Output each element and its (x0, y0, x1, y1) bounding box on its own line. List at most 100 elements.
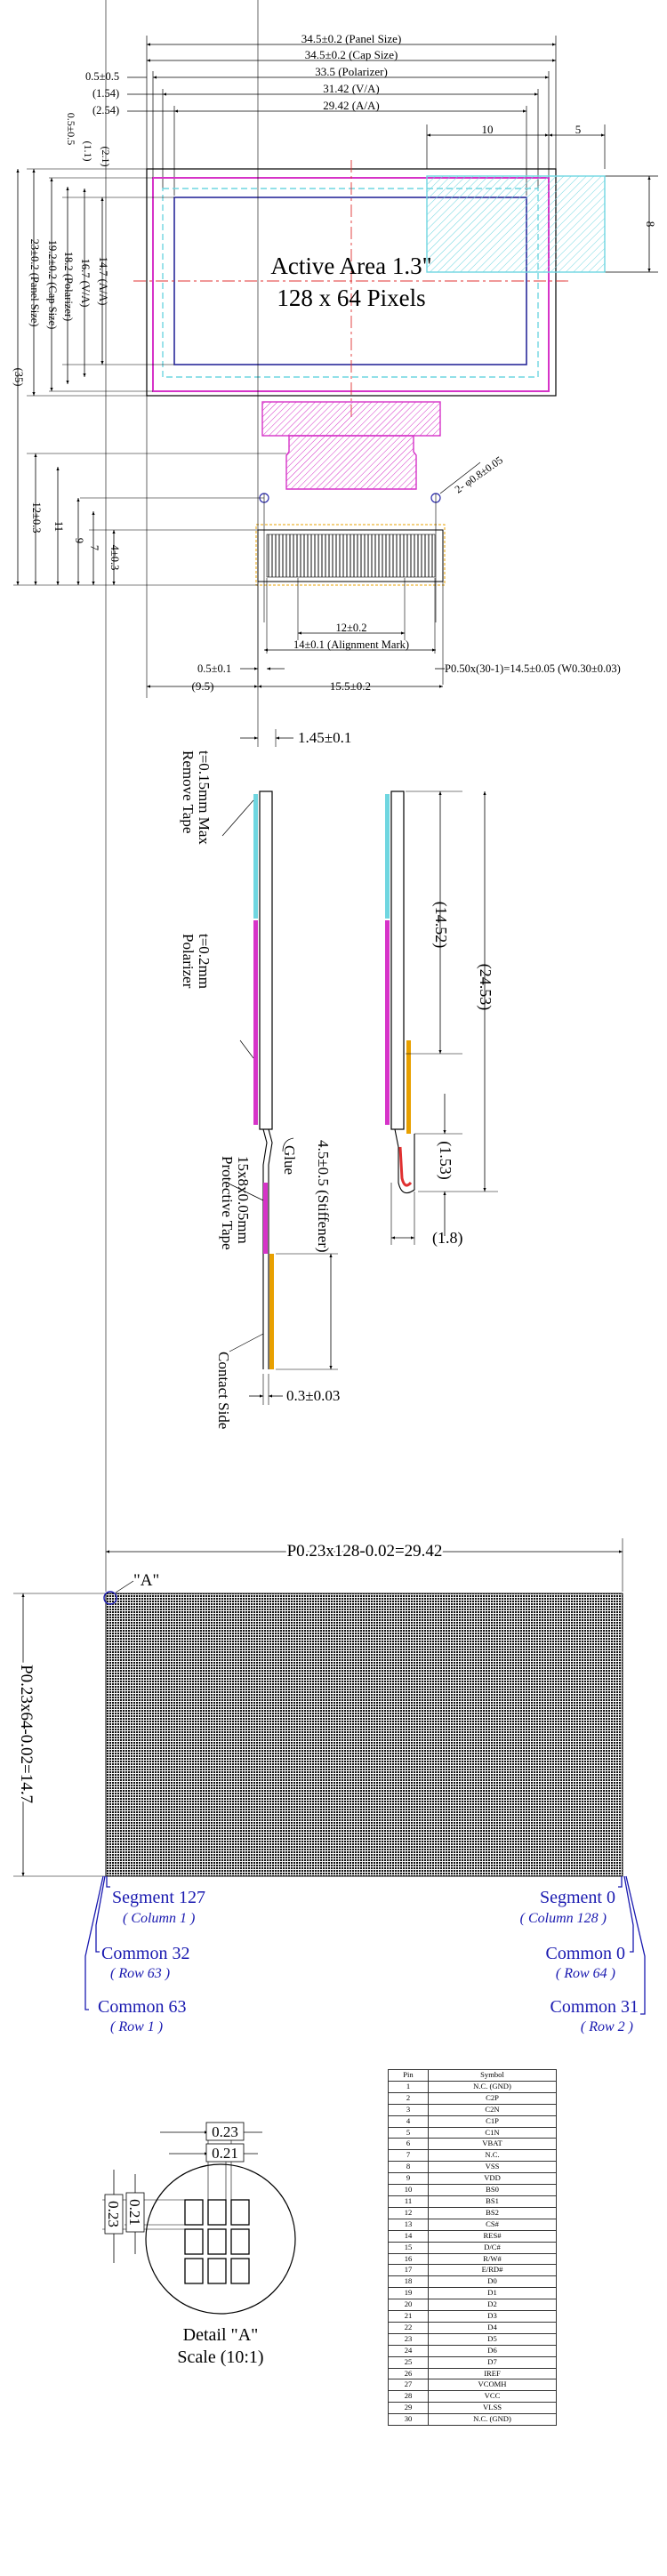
active-area-label: Active Area 1.3" (270, 253, 431, 279)
segment-127-label: Segment 127 (112, 1888, 205, 1907)
pin-number-cell: 16 (388, 2252, 429, 2266)
remove-tape-label: Remove Tape (180, 750, 197, 833)
dim-b-05: 0.5±0.1 (197, 662, 231, 675)
pin-symbol-cell: N.C. (GND) (428, 2413, 557, 2427)
pin-number-cell: 27 (388, 2379, 429, 2392)
pin-table-header-row: Pin Symbol (388, 2069, 557, 2082)
pin-symbol-cell: C1P (428, 2115, 557, 2128)
protective-tape-size: 15x8x0.05mm (235, 1156, 252, 1244)
side-stiffener (269, 1254, 274, 1369)
pin-symbol-cell: C1N (428, 2126, 557, 2139)
pin-symbol-cell: N.C. (428, 2149, 557, 2163)
pin-number-cell: 25 (388, 2355, 429, 2369)
polarizer-thickness: t=0.2mm (196, 934, 213, 989)
pin-number-cell: 18 (388, 2275, 429, 2289)
dim-align-mark: 14±0.1 (Alignment Mark) (293, 638, 409, 651)
pin-number-cell: 9 (388, 2172, 429, 2186)
pin-number-cell: 17 (388, 2264, 429, 2277)
row-2-label: ( Row 2 ) (581, 2019, 633, 2034)
pin-symbol-cell: D6 (428, 2344, 557, 2357)
dim-v-12: 12±0.3 (30, 502, 43, 534)
pin-number-cell: 19 (388, 2287, 429, 2300)
dim-v-35: (35) (12, 368, 25, 387)
pin-number-cell: 7 (388, 2149, 429, 2163)
pin-number-cell: 11 (388, 2195, 429, 2208)
pixel-map-h-dim: P0.23x128-0.02=29.42 (287, 1542, 443, 1561)
pin-symbol-cell: D3 (428, 2310, 557, 2323)
symbol-column-header: Symbol (428, 2069, 557, 2082)
pin-number-cell: 12 (388, 2206, 429, 2219)
pin-number-cell: 14 (388, 2229, 429, 2243)
fpc-neck (285, 435, 417, 490)
pin-number-cell: 28 (388, 2390, 429, 2403)
dim-5: 5 (575, 123, 582, 136)
pin-symbol-cell: C2N (428, 2103, 557, 2116)
pin-symbol-cell: VDD (428, 2172, 557, 2186)
dim-v-1-1: (1.1) (82, 141, 94, 162)
side-thickness: 1.45±0.1 (298, 729, 351, 746)
dim-polarizer: 33.5 (Polarizer) (315, 65, 388, 78)
dim-8: 8 (644, 221, 657, 228)
pin-symbol-cell: CS# (428, 2218, 557, 2231)
row-1-label: ( Row 1 ) (110, 2019, 163, 2034)
dim-v-05: 0.5±0.5 (65, 113, 77, 146)
pin-number-cell: 22 (388, 2321, 429, 2334)
dim-v-4: 4±0.3 (108, 545, 121, 571)
dim-b-9-5: (9.5) (192, 679, 214, 693)
pin-number-cell: 20 (388, 2299, 429, 2312)
side-remove-tape (253, 794, 258, 919)
dim-b-15-5: 15.5±0.2 (330, 679, 371, 693)
side-glass (259, 790, 273, 1130)
dim-v-7: 7 (88, 545, 100, 550)
pin-number-cell: 24 (388, 2344, 429, 2357)
dim-14-52: (14.52) (431, 902, 450, 949)
pin-number-cell: 3 (388, 2103, 429, 2116)
detail-a-ref: "A" (133, 1571, 159, 1590)
column-128-label: ( Column 128 ) (520, 1911, 607, 1926)
pin-symbol-cell: R/W# (428, 2252, 557, 2266)
pixel-grid (105, 1593, 623, 1877)
pin-symbol-cell: D/C# (428, 2241, 557, 2254)
pin-number-cell: 10 (388, 2184, 429, 2196)
dim-10: 10 (482, 123, 494, 136)
stiffener-label: 4.5±0.5 (Stiffener) (315, 1140, 332, 1253)
pin-symbol-cell: VSS (428, 2161, 557, 2174)
pin-number-cell: 13 (388, 2218, 429, 2231)
pixel-map-v-dim: P0.23x64-0.02=14.7 (17, 1665, 36, 1803)
pixels-label: 128 x 64 Pixels (277, 285, 425, 311)
pin-symbol-cell: D2 (428, 2299, 557, 2312)
dim-va: 31.42 (V/A) (323, 82, 380, 95)
pin-number-cell: 2 (388, 2091, 429, 2105)
side-polarizer (253, 920, 258, 1125)
dim-1-8: (1.8) (432, 1229, 463, 1248)
row-64-label: ( Row 64 ) (556, 1966, 615, 1981)
pin-number-cell: 1 (388, 2080, 429, 2093)
pin-number-cell: 23 (388, 2332, 429, 2346)
dim-aa: 29.42 (A/A) (323, 99, 380, 112)
dim-1-53: (1.53) (436, 1141, 454, 1180)
dim-v-19-2: 19.2±0.2 (Cap Size) (46, 240, 59, 330)
pin-symbol-cell: IREF (428, 2367, 557, 2380)
dim-24-53: (24.53) (476, 964, 494, 1011)
pin-symbol-cell: VBAT (428, 2138, 557, 2151)
pin-symbol-cell: N.C. (GND) (428, 2080, 557, 2093)
common-32-label: Common 32 (101, 1944, 189, 1963)
